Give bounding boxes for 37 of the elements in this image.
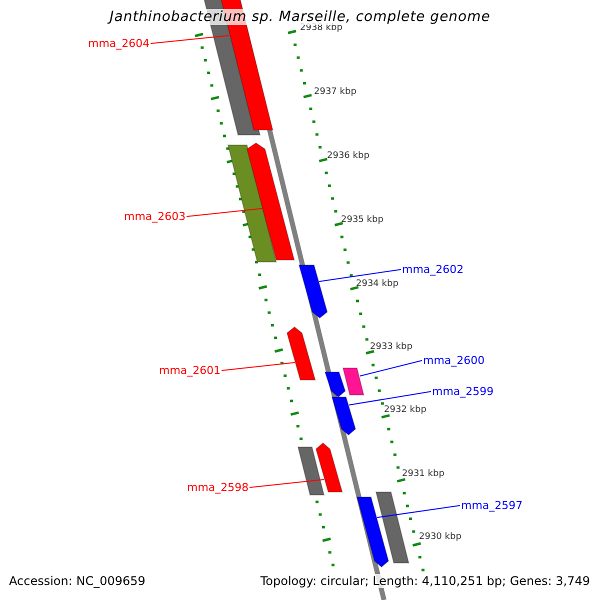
gene-label: mma_2600 [423, 354, 485, 367]
scale-label: 2937 kbp [314, 87, 356, 97]
scale-label: 2930 kbp [419, 532, 462, 542]
gene-bar [331, 396, 356, 436]
scale-label: 2938 kbp [300, 23, 342, 33]
gene-label: mma_2599 [432, 385, 494, 398]
leader-line [186, 208, 263, 217]
gene-bar [342, 368, 364, 396]
gene-label: mma_2601 [159, 364, 221, 377]
gene-label: mma_2604 [88, 37, 150, 50]
genome-info-text: Topology: circular; Length: 4,110,251 bp; Genes: 3,749 [260, 574, 590, 588]
gene-bar [315, 442, 343, 492]
gene-bar [375, 492, 410, 564]
leader-line [318, 269, 402, 282]
scale-label: 2933 kbp [370, 342, 412, 352]
leader-line [348, 391, 432, 406]
gene-bar [227, 144, 277, 262]
leader-line [376, 505, 460, 518]
gene-bar [298, 264, 328, 319]
scale-label: 2931 kbp [402, 469, 444, 479]
scale-label: 2936 kbp [327, 151, 370, 161]
accession-text: Accession: NC_009659 [9, 574, 146, 588]
gene-bar [324, 372, 346, 398]
gene-bar [356, 496, 390, 568]
gene-label: mma_2598 [187, 481, 249, 494]
leader-line [221, 362, 296, 371]
gene-label: mma_2603 [124, 210, 186, 223]
gene-bar [286, 326, 316, 380]
scale-label: 2932 kbp [384, 405, 426, 415]
scale-label: 2935 kbp [341, 215, 384, 225]
gene-bar [246, 142, 295, 260]
gene-label: mma_2602 [402, 263, 464, 276]
leader-line [150, 35, 230, 44]
scale-label: 2934 kbp [356, 279, 398, 289]
gene-bar [297, 446, 325, 496]
gene-label: mma_2597 [461, 499, 523, 512]
leader-line [249, 479, 325, 488]
